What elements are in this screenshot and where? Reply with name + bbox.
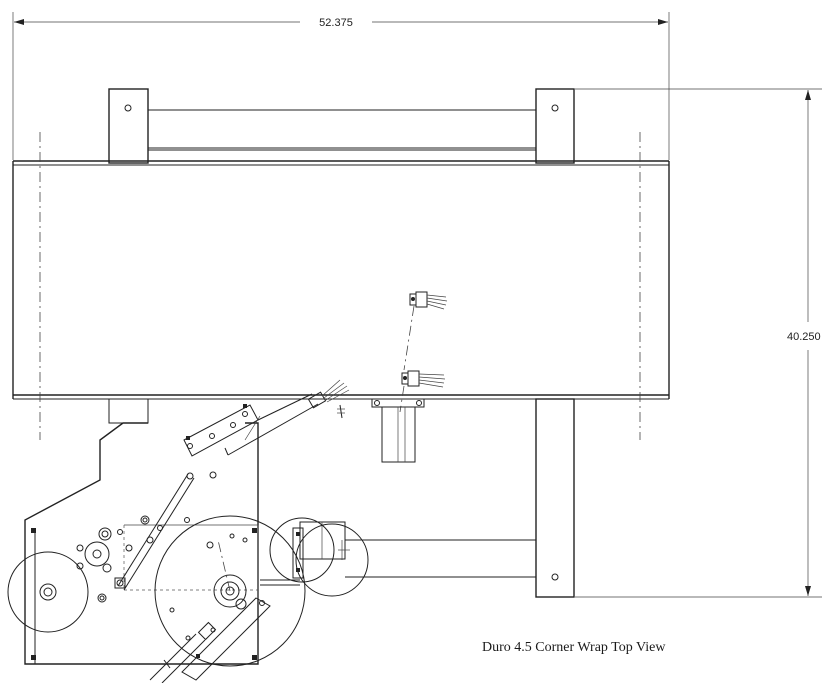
width-dimension: 52.375 <box>12 12 670 160</box>
width-dimension-label: 52.375 <box>319 17 353 29</box>
wipe-brush <box>307 379 350 419</box>
link-arm <box>114 472 195 591</box>
peel-arm <box>183 393 319 457</box>
height-dimension: 40.250 <box>575 88 822 598</box>
mid-sensor-assembly <box>399 370 446 413</box>
chassis-fasteners <box>125 515 248 552</box>
bracket-below-bed <box>371 398 425 463</box>
height-dimension-label: 40.250 <box>787 331 821 343</box>
conveyor-bed <box>12 132 670 440</box>
top-sensor-assembly <box>409 291 448 310</box>
guide-rollers <box>76 471 235 641</box>
lower-frame <box>108 398 575 598</box>
rewind-disk <box>154 515 306 667</box>
top-frame <box>108 88 575 164</box>
pivot-bracket <box>260 517 369 597</box>
label-roll <box>7 551 89 633</box>
lower-arm <box>149 597 271 683</box>
applicator-chassis <box>24 422 259 665</box>
drawing-caption: Duro 4.5 Corner Wrap Top View <box>482 640 666 655</box>
